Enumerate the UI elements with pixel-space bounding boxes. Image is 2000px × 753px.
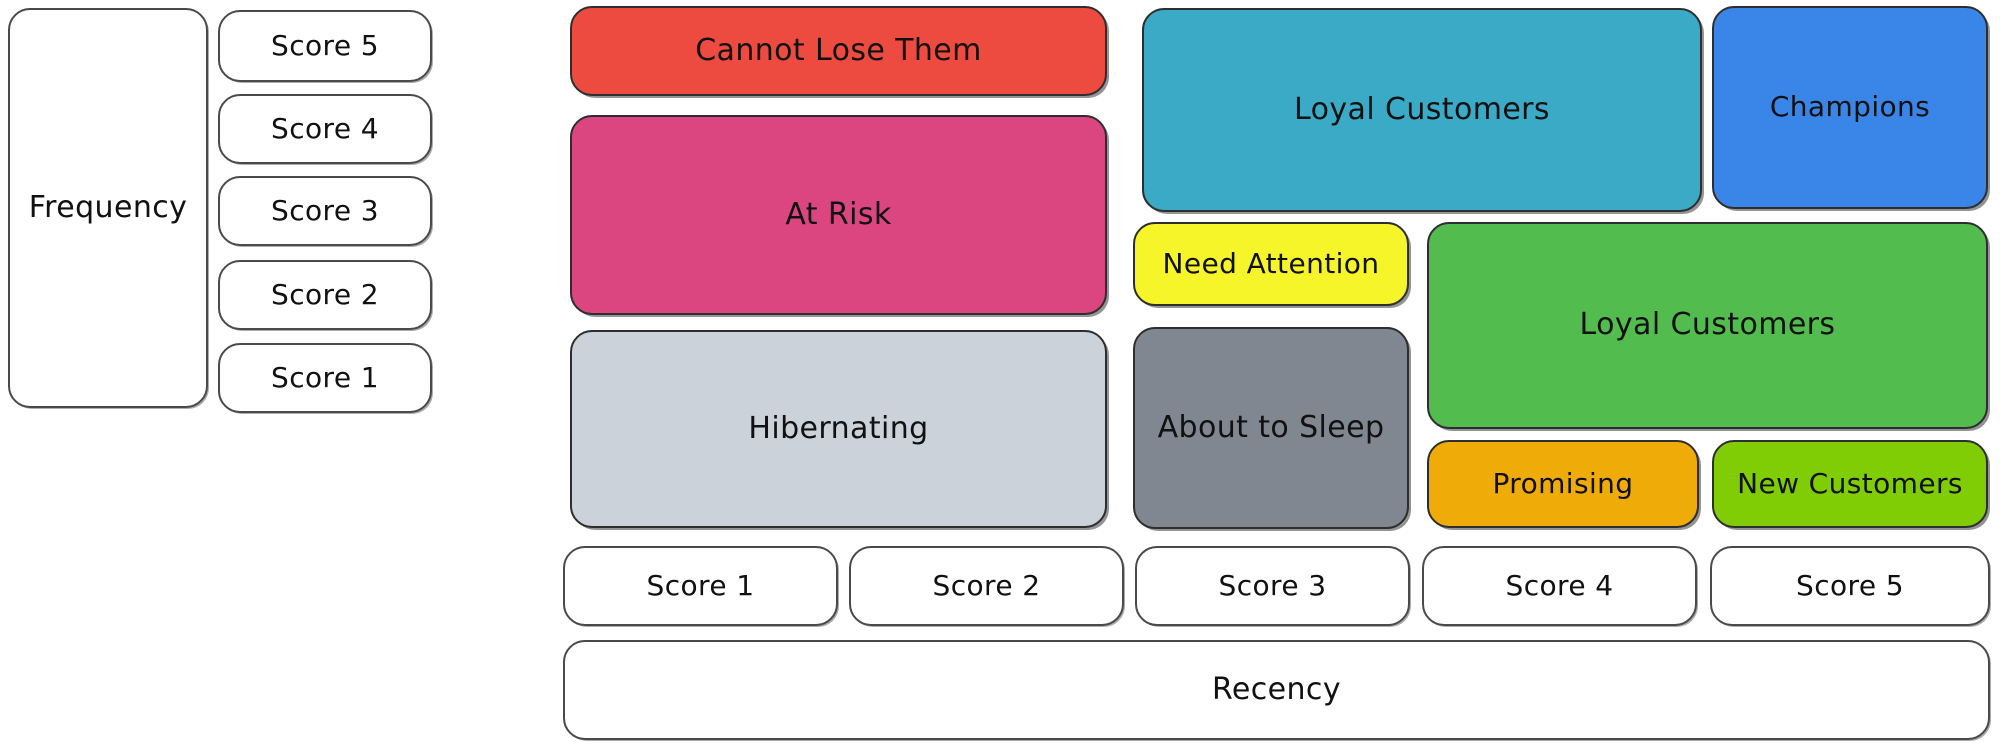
segment-promising[interactable]: Promising: [1427, 440, 1699, 528]
frequency-score-3-box[interactable]: Score 3: [218, 176, 432, 246]
frequency-score-5-box[interactable]: Score 5: [218, 10, 432, 82]
frequency-score-4-label: Score 4: [271, 111, 379, 145]
recency-score-2-label: Score 2: [932, 568, 1041, 602]
segment-cannot-lose-them[interactable]: Cannot Lose Them: [570, 6, 1107, 96]
frequency-score-3-label: Score 3: [271, 193, 379, 227]
segment-about-to-sleep-label: About to Sleep: [1157, 409, 1385, 445]
frequency-axis-label: Frequency: [28, 189, 188, 225]
frequency-score-1-label: Score 1: [271, 360, 379, 394]
frequency-score-2-label: Score 2: [271, 277, 379, 311]
recency-score-3-box[interactable]: Score 3: [1135, 546, 1410, 626]
segment-hibernating-label: Hibernating: [748, 410, 929, 446]
segment-need-attention-label: Need Attention: [1162, 246, 1380, 280]
frequency-score-5-label: Score 5: [271, 28, 379, 62]
segment-loyal-customers-teal-label: Loyal Customers: [1294, 91, 1550, 127]
segment-cannot-lose-them-label: Cannot Lose Them: [695, 32, 982, 68]
segment-loyal-customers-teal[interactable]: Loyal Customers: [1142, 8, 1702, 212]
recency-axis-label-box: Recency: [563, 640, 1990, 740]
recency-score-4-label: Score 4: [1505, 568, 1614, 602]
segment-loyal-customers-green[interactable]: Loyal Customers: [1427, 222, 1988, 429]
segment-champions-label: Champions: [1769, 90, 1931, 124]
frequency-score-1-box[interactable]: Score 1: [218, 343, 432, 413]
segment-at-risk[interactable]: At Risk: [570, 115, 1107, 315]
frequency-axis-label-box: Frequency: [8, 8, 208, 408]
segment-champions[interactable]: Champions: [1712, 6, 1988, 209]
segment-new-customers[interactable]: New Customers: [1712, 440, 1988, 528]
recency-axis-label: Recency: [1212, 671, 1341, 707]
segment-new-customers-label: New Customers: [1737, 466, 1963, 500]
segment-need-attention[interactable]: Need Attention: [1133, 222, 1409, 306]
segment-hibernating[interactable]: Hibernating: [570, 330, 1107, 528]
frequency-score-4-box[interactable]: Score 4: [218, 94, 432, 164]
recency-score-3-label: Score 3: [1218, 568, 1327, 602]
recency-score-1-box[interactable]: Score 1: [563, 546, 838, 626]
frequency-score-2-box[interactable]: Score 2: [218, 260, 432, 330]
segment-about-to-sleep[interactable]: About to Sleep: [1133, 327, 1409, 529]
segment-loyal-customers-green-label: Loyal Customers: [1579, 307, 1836, 343]
recency-score-2-box[interactable]: Score 2: [849, 546, 1124, 626]
recency-score-1-label: Score 1: [646, 568, 755, 602]
segment-at-risk-label: At Risk: [785, 196, 892, 232]
recency-score-5-label: Score 5: [1796, 568, 1904, 602]
segment-promising-label: Promising: [1492, 466, 1634, 500]
recency-score-4-box[interactable]: Score 4: [1422, 546, 1697, 626]
recency-score-5-box[interactable]: Score 5: [1710, 546, 1990, 626]
